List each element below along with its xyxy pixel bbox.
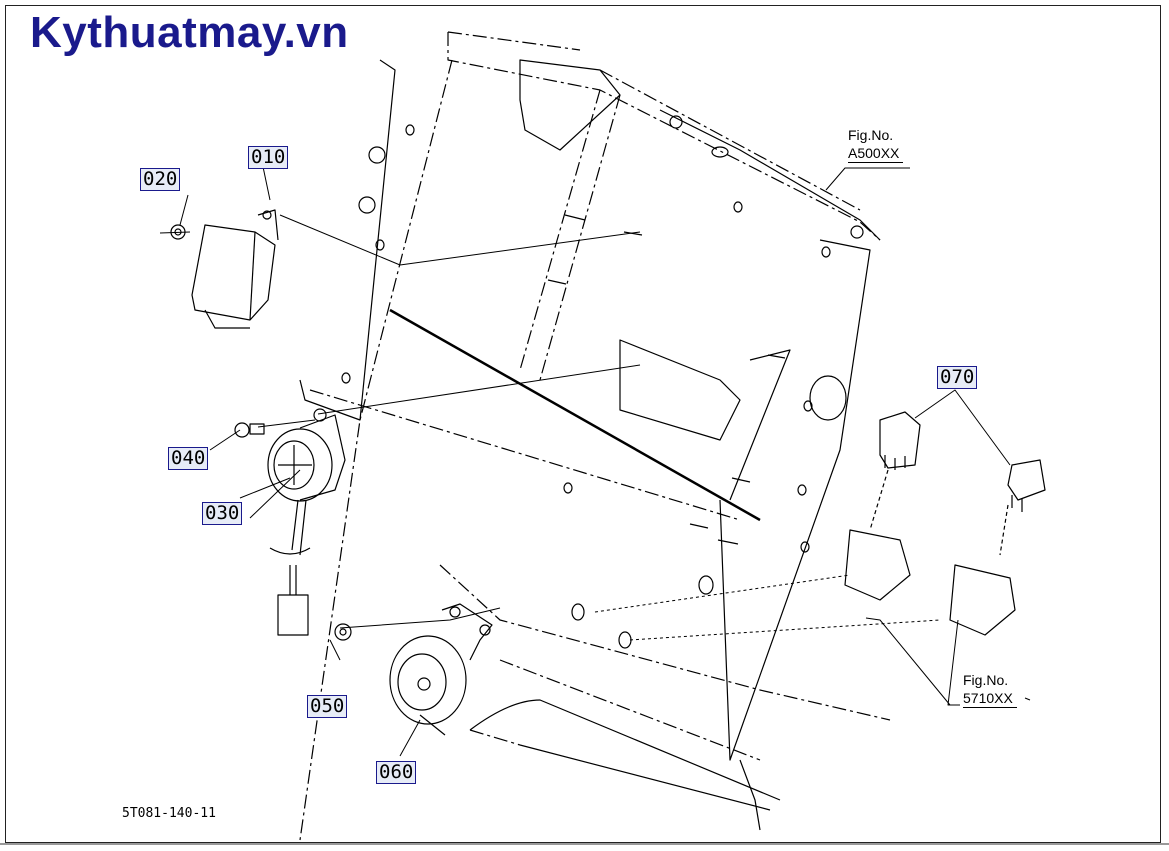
figure-ref-a500[interactable]: Fig.No. A500XX — [848, 126, 904, 163]
part-030-buzzer — [267, 408, 346, 636]
figure-ref-a500-prefix: Fig.No. — [848, 127, 894, 143]
part-050-nut — [334, 623, 352, 641]
figure-ref-5710-code: 5710XX — [963, 689, 1017, 708]
leader-lines — [159, 161, 1031, 757]
part-label-040[interactable]: 040 — [168, 447, 209, 470]
part-010-control-unit — [191, 209, 279, 329]
part-020-nut — [170, 224, 186, 240]
figure-ref-a500-code: A500XX — [848, 144, 904, 163]
frame-structure — [299, 59, 881, 831]
figure-ref-5710-prefix: Fig.No. — [963, 672, 1009, 688]
part-label-060[interactable]: 060 — [376, 761, 417, 784]
site-watermark: Kythuatmay.vn — [30, 8, 349, 57]
part-label-050[interactable]: 050 — [307, 695, 348, 718]
part-label-010[interactable]: 010 — [248, 146, 289, 169]
part-060-horn — [389, 603, 493, 736]
drawing-code: 5T081-140-11 — [122, 806, 216, 821]
frame-holes — [341, 115, 864, 649]
part-070-relays — [844, 411, 1046, 636]
frame-panel — [299, 31, 891, 841]
part-040-bolt — [234, 422, 265, 438]
part-label-030[interactable]: 030 — [202, 502, 243, 525]
part-label-070[interactable]: 070 — [937, 366, 978, 389]
drawing-frame — [5, 5, 1161, 843]
bottom-edge — [0, 843, 1169, 851]
part-label-020[interactable]: 020 — [140, 168, 181, 191]
figure-ref-5710[interactable]: Fig.No. 5710XX — [963, 671, 1017, 708]
